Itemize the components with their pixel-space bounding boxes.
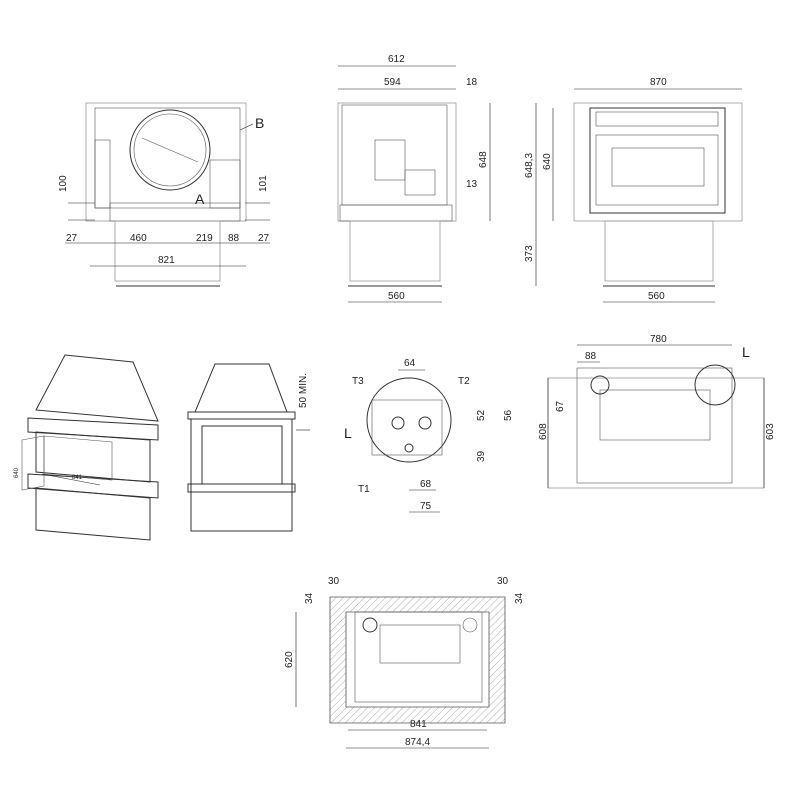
dim-13: 13: [466, 179, 478, 190]
top-view: 780 88 L 67 608 603: [538, 334, 776, 489]
isometric-view: 640 841: [14, 354, 159, 541]
dim-821: 821: [158, 255, 175, 266]
dim-18: 18: [466, 77, 478, 88]
dim-64: 64: [404, 358, 416, 369]
dim-560-side: 560: [388, 291, 405, 302]
dim-34-left: 34: [304, 592, 315, 604]
dim-874-4: 874,4: [405, 737, 430, 748]
label-l-top: L: [742, 344, 750, 360]
dim-67: 67: [555, 400, 566, 412]
hood-front-view: 50 MIN.: [187, 363, 310, 532]
dim-56: 56: [503, 409, 514, 421]
dim-620: 620: [284, 651, 295, 668]
dim-34-right: 34: [514, 592, 525, 604]
dim-30-left: 30: [328, 576, 340, 587]
dim-50-min: 50 MIN.: [298, 373, 309, 408]
plan-view: 30 30 34 34 620 841 874,4: [284, 576, 525, 749]
dim-373: 373: [524, 245, 535, 262]
dim-30-right: 30: [497, 576, 509, 587]
dim-648: 648: [478, 151, 489, 168]
dim-640: 640: [542, 153, 553, 170]
dim-594: 594: [384, 77, 401, 88]
dim-841-plan: 841: [410, 719, 427, 730]
label-a: A: [195, 191, 205, 207]
front-view: 870 648,3 640 373 560: [524, 77, 743, 303]
dim-101: 101: [258, 175, 269, 192]
dim-27-left: 27: [66, 233, 78, 244]
dim-612: 612: [388, 54, 405, 65]
dim-219: 219: [196, 233, 213, 244]
dim-52: 52: [476, 409, 487, 421]
dim-75: 75: [420, 501, 432, 512]
label-t1: T1: [358, 484, 370, 495]
dim-603: 603: [765, 423, 776, 440]
dim-780: 780: [650, 334, 667, 345]
front-section-view: B A 100 101 27 460 219 88 27 821: [58, 102, 270, 287]
dim-88-top: 88: [585, 351, 597, 362]
label-b: B: [255, 115, 264, 131]
dim-100: 100: [58, 175, 69, 192]
label-t3: T3: [352, 376, 364, 387]
dim-27-right: 27: [258, 233, 270, 244]
dim-608: 608: [538, 423, 549, 440]
iso-dim-640: 640: [14, 467, 20, 478]
label-t2: T2: [458, 376, 470, 387]
dim-870: 870: [650, 77, 667, 88]
dim-560-front: 560: [648, 291, 665, 302]
dim-88: 88: [228, 233, 240, 244]
dim-68: 68: [420, 479, 432, 490]
label-l-detail: L: [344, 425, 352, 441]
dim-648-3: 648,3: [524, 153, 535, 178]
iso-dim-841: 841: [72, 475, 83, 481]
dim-460: 460: [130, 233, 147, 244]
dim-39: 39: [476, 450, 487, 462]
side-view: 612 594 18 648 13 560: [337, 54, 491, 303]
connection-detail-view: 64 T3 T2 L 52 56 39 T1 68 75: [344, 358, 514, 513]
